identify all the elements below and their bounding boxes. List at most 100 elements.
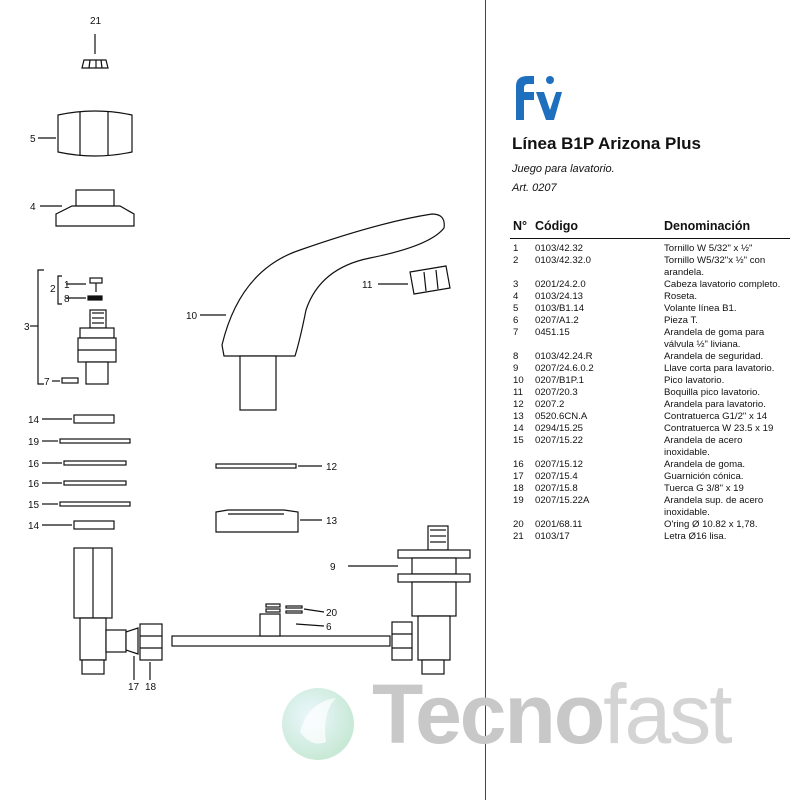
row-description: Roseta. — [664, 291, 698, 302]
row-description: Arandela de goma para válvula ½" liviana… — [664, 327, 765, 350]
callout-21: 21 — [90, 16, 102, 27]
callout-8: 8 — [64, 294, 70, 305]
row-code: 0201/68.11 — [535, 519, 583, 530]
row-number: 18 — [513, 483, 524, 494]
row-description: Boquilla pico lavatorio. — [664, 387, 760, 398]
row-description: Arandela para lavatorio. — [664, 399, 766, 410]
row-description: Tornillo W5/32"x ½" con arandela. — [664, 255, 766, 278]
callout-1: 1 — [64, 280, 70, 291]
row-code: 0207/15.8 — [535, 483, 578, 494]
row-number: 15 — [513, 435, 524, 446]
part-18-nut — [139, 623, 163, 680]
part-7-washer — [52, 377, 79, 384]
row-description: Pico lavatorio. — [664, 375, 725, 386]
row-description: Arandela de seguridad. — [664, 351, 764, 362]
row-number: 17 — [513, 471, 524, 482]
part-13-locknut — [215, 509, 322, 533]
callout-14-top: 14 — [28, 415, 40, 426]
row-description: O'ring Ø 10.82 x 1,78. — [664, 519, 758, 530]
row-number: 10 — [513, 375, 524, 386]
row-number: 21 — [513, 531, 524, 542]
callout-16-b: 16 — [28, 479, 40, 490]
row-description: Contratuerca W 23.5 x 19 — [664, 423, 774, 434]
part-16-washer-a — [42, 460, 127, 466]
part-8-washer — [66, 295, 103, 301]
callout-7: 7 — [44, 377, 50, 388]
callout-19: 19 — [28, 437, 40, 448]
row-code: 0207/20.3 — [535, 387, 578, 398]
row-description: Volante línea B1. — [664, 303, 737, 314]
row-code: 0207/24.6.0.2 — [535, 363, 594, 374]
part-19-washer — [42, 438, 131, 444]
row-code: 0103/17 — [535, 531, 570, 542]
table-row: 3 0201/24.2.0 Cabeza lavatorio completo. — [510, 279, 790, 291]
row-code: 0520.6CN.A — [535, 411, 588, 422]
product-title: Línea B1P Arizona Plus — [512, 134, 701, 153]
callout-6: 6 — [326, 622, 332, 633]
callout-14-bottom: 14 — [28, 521, 40, 532]
row-number: 3 — [513, 279, 519, 290]
callout-2: 2 — [50, 284, 56, 295]
row-number: 1 — [513, 243, 519, 254]
table-row: 10 0207/B1P.1 Pico lavatorio. — [510, 375, 790, 387]
row-description: Guarnición cónica. — [664, 471, 744, 482]
callout-20: 20 — [326, 608, 338, 619]
table-row: 11 0207/20.3 Boquilla pico lavatorio. — [510, 387, 790, 399]
row-number: 7 — [513, 327, 519, 338]
row-code: 0207/B1P.1 — [535, 375, 584, 386]
table-row: 8 0103/42.24.R Arandela de seguridad. — [510, 351, 790, 363]
callout-3: 3 — [24, 322, 30, 333]
table-row: 17 0207/15.4 Guarnición cónica. — [510, 471, 790, 483]
table-row: 16 0207/15.12 Arandela de goma. — [510, 459, 790, 471]
row-description: Cabeza lavatorio completo. — [664, 279, 781, 290]
watermark-part2: fast — [603, 667, 732, 761]
row-number: 16 — [513, 459, 524, 470]
callout-16-a: 16 — [28, 459, 40, 470]
fv-logo-icon — [516, 76, 562, 120]
row-number: 8 — [513, 351, 519, 362]
row-code: 0451.15 — [535, 327, 570, 338]
part-1-screw — [66, 277, 103, 292]
panel-divider — [485, 0, 486, 800]
callout-10: 10 — [186, 311, 198, 322]
row-description: Arandela de acero inoxidable. — [664, 435, 743, 458]
part-12-washer — [215, 463, 322, 469]
row-description: Arandela sup. de acero inoxidable. — [664, 495, 764, 518]
callout-17: 17 — [128, 682, 140, 693]
row-number: 11 — [513, 387, 523, 398]
row-description: Tuerca G 3/8" x 19 — [664, 483, 744, 494]
watermark-text: Tecnofast — [372, 666, 733, 763]
row-code: 0201/24.2.0 — [535, 279, 586, 290]
part-5-handle — [38, 110, 133, 157]
part-16-washer-b — [42, 480, 127, 486]
product-subtitle: Juego para lavatorio. — [512, 163, 615, 175]
row-number: 4 — [513, 291, 519, 302]
parts-table-header: N° Código Denominación — [510, 218, 790, 239]
row-description: Contratuerca G1/2" x 14 — [664, 411, 768, 422]
part-20-orings — [265, 603, 325, 614]
part-17-cone-gasket — [125, 627, 139, 680]
row-code: 0207/15.4 — [535, 471, 578, 482]
article-number: Art. 0207 — [512, 182, 557, 194]
part-6-t-piece — [171, 613, 391, 647]
row-description: Tornillo W 5/32" x ½" — [664, 243, 753, 254]
table-row: 7 0451.15 Arandela de goma para válvula ½"… — [510, 327, 790, 351]
row-number: 14 — [513, 423, 524, 434]
row-code: 0103/42.24.R — [535, 351, 593, 362]
callout-11: 11 — [362, 280, 373, 291]
table-row: 18 0207/15.8 Tuerca G 3/8" x 19 — [510, 483, 790, 495]
part-10-spout — [200, 213, 445, 411]
row-code: 0294/15.25 — [535, 423, 584, 434]
row-description: Arandela de goma. — [664, 459, 746, 470]
row-number: 5 — [513, 303, 519, 314]
row-number: 13 — [513, 411, 524, 422]
callout-4: 4 — [30, 202, 36, 213]
row-code: 0207/15.12 — [535, 459, 584, 470]
